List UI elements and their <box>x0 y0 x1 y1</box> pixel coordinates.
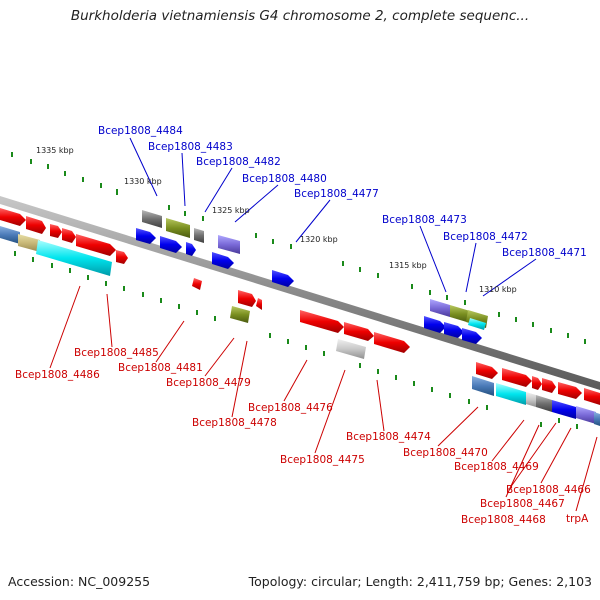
forward-features-left <box>136 210 294 287</box>
gene-label-reverse[interactable]: Bcep1808_4469 <box>454 461 539 473</box>
gene-label-forward[interactable]: Bcep1808_4473 <box>382 214 467 226</box>
gene-label-reverse[interactable]: Bcep1808_4466 <box>506 484 591 496</box>
scale-label: 1335 kbp <box>36 146 74 155</box>
gene-label-forward[interactable]: Bcep1808_4482 <box>196 156 281 168</box>
reverse-features-left-lower <box>0 226 112 276</box>
gene-label-forward[interactable]: Bcep1808_4483 <box>148 141 233 153</box>
reverse-features-upper <box>0 208 128 264</box>
scale-ticks-inner <box>14 251 578 429</box>
scale-label: 1315 kbp <box>389 261 427 270</box>
reverse-features-right <box>472 362 600 426</box>
gene-label-forward[interactable]: Bcep1808_4484 <box>98 125 183 137</box>
scale-label: 1330 kbp <box>124 177 162 186</box>
gene-label-forward[interactable]: Bcep1808_4480 <box>242 173 327 185</box>
gene-label-reverse[interactable]: Bcep1808_4476 <box>248 402 333 414</box>
gene-label-reverse[interactable]: Bcep1808_4474 <box>346 431 431 443</box>
reverse-features-middle <box>192 278 410 359</box>
genome-summary-text: Topology: circular; Length: 2,411,759 bp… <box>248 574 592 589</box>
scale-label: 1310 kbp <box>479 285 517 294</box>
scale-label: 1325 kbp <box>212 206 250 215</box>
reverse-connectors <box>49 285 598 512</box>
scale-label: 1320 kbp <box>300 235 338 244</box>
gene-label-reverse[interactable]: Bcep1808_4481 <box>118 362 203 374</box>
gene-label-reverse[interactable]: trpA <box>566 513 589 525</box>
chromosome-backbone <box>0 196 600 390</box>
gene-label-reverse[interactable]: Bcep1808_4468 <box>461 514 546 526</box>
gene-label-reverse[interactable]: Bcep1808_4467 <box>480 498 565 510</box>
forward-features-right <box>424 299 488 344</box>
gene-label-reverse[interactable]: Bcep1808_4486 <box>15 369 100 381</box>
gene-label-reverse[interactable]: Bcep1808_4485 <box>74 347 159 359</box>
accession-text: Accession: NC_009255 <box>8 574 151 589</box>
scale-ticks-outer <box>11 152 586 344</box>
map-title: Burkholderia vietnamiensis G4 chromosome… <box>70 8 530 24</box>
gene-label-forward[interactable]: Bcep1808_4471 <box>502 247 587 259</box>
gene-label-reverse[interactable]: Bcep1808_4479 <box>166 377 251 389</box>
gene-label-forward[interactable]: Bcep1808_4472 <box>443 231 528 243</box>
gene-label-reverse[interactable]: Bcep1808_4470 <box>403 447 488 459</box>
forward-connectors <box>129 137 537 297</box>
gene-label-reverse[interactable]: Bcep1808_4475 <box>280 454 365 466</box>
gene-label-reverse[interactable]: Bcep1808_4478 <box>192 417 277 429</box>
gene-label-forward[interactable]: Bcep1808_4477 <box>294 188 379 200</box>
